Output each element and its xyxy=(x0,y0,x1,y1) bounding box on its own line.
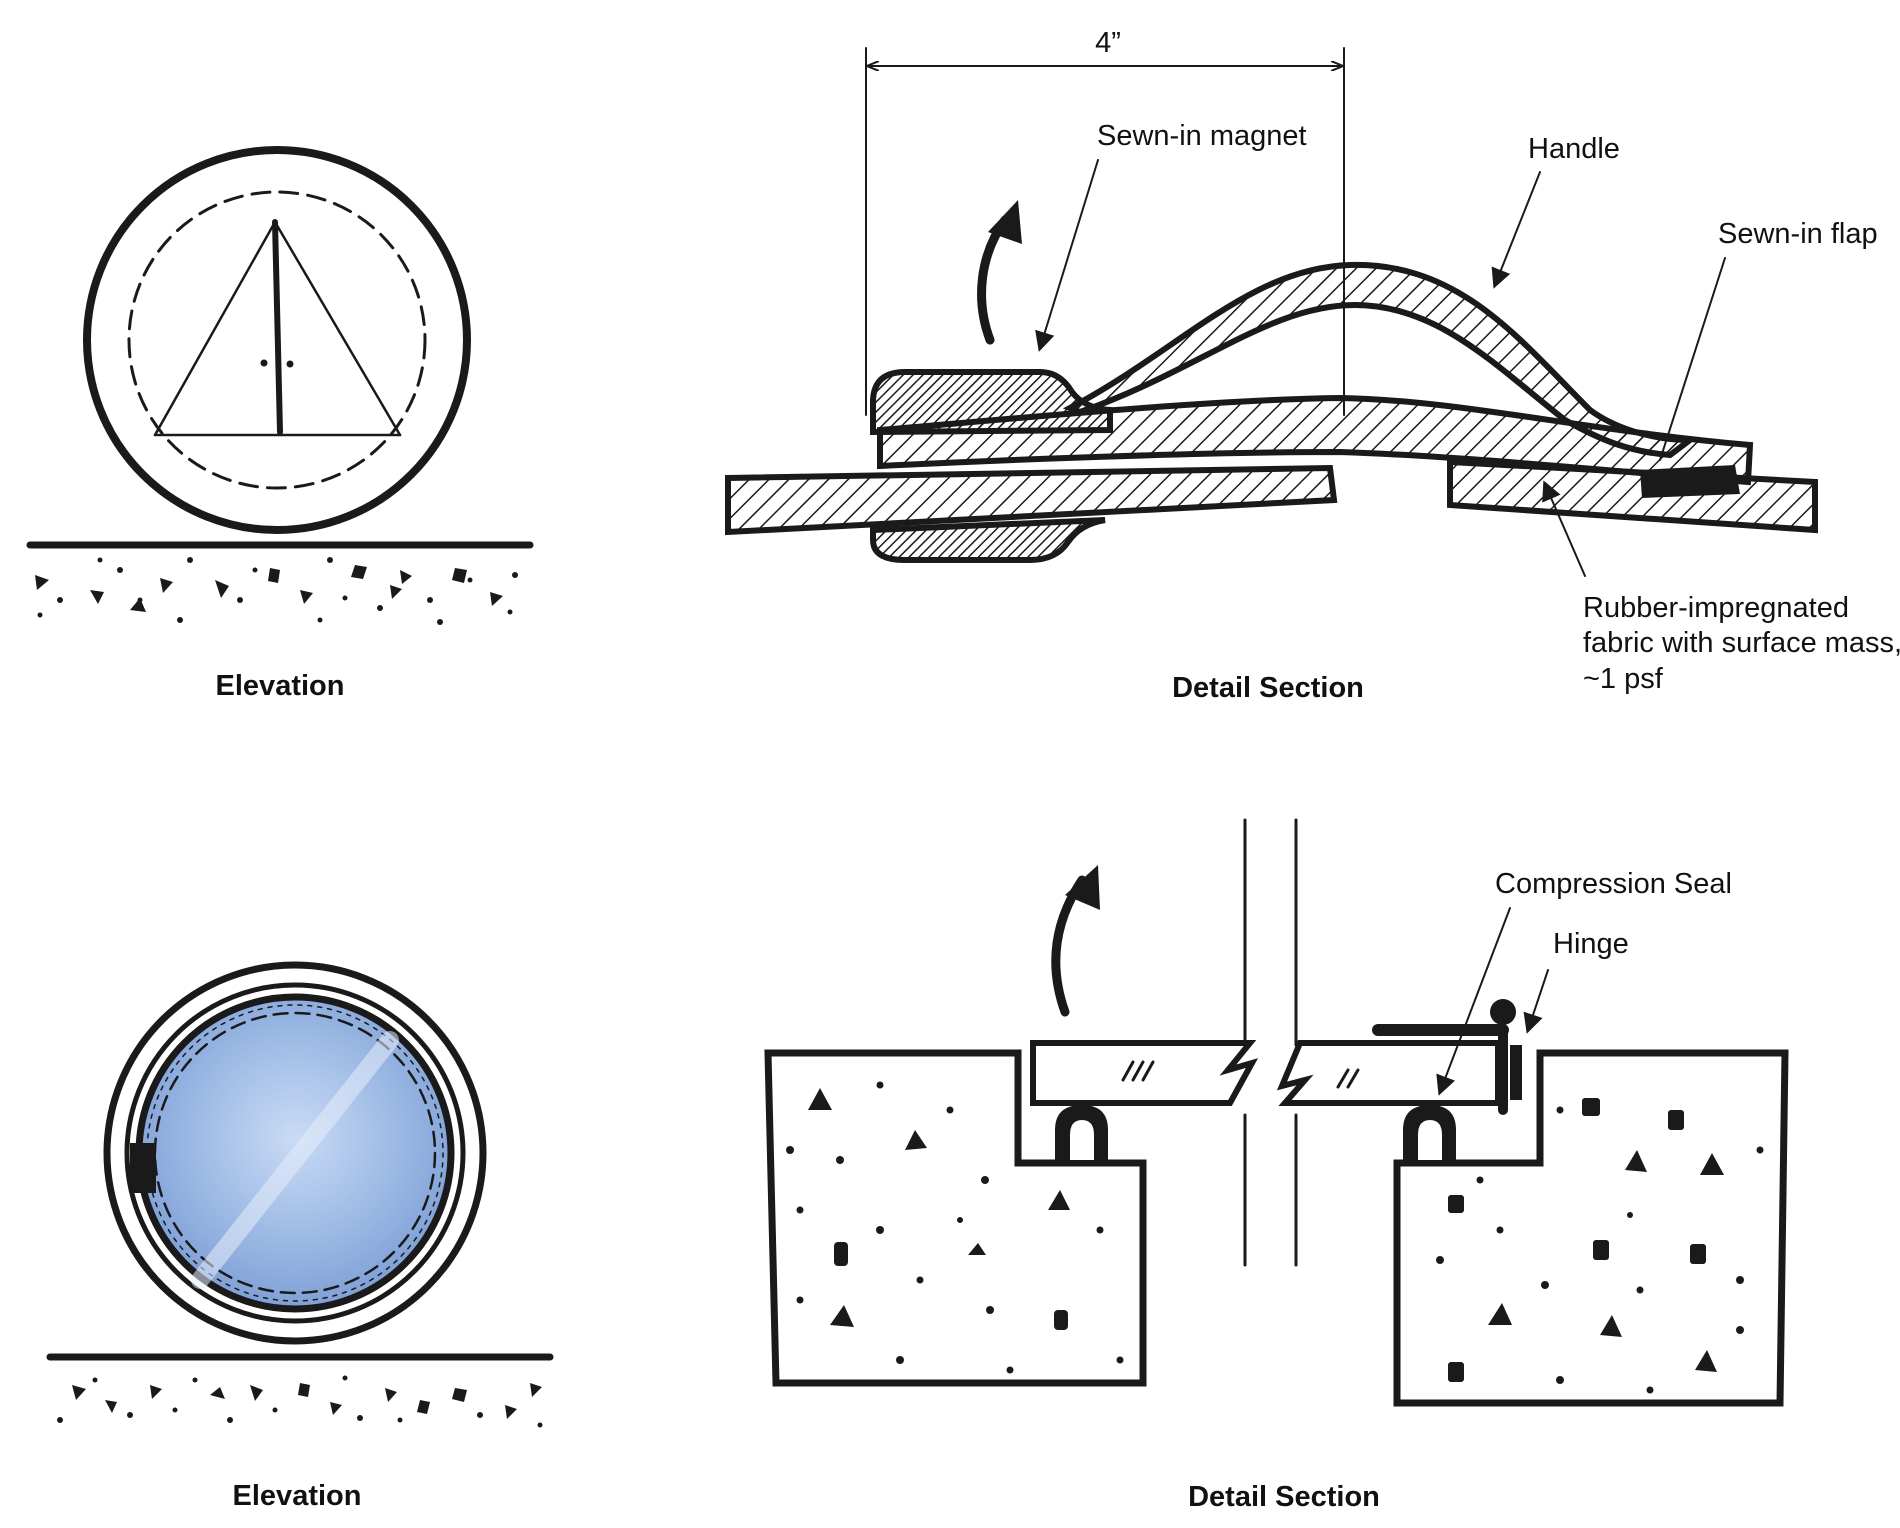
handle xyxy=(1062,261,1699,459)
bottom-magnet xyxy=(870,517,1106,563)
concrete-block-left xyxy=(764,1049,1147,1387)
lift-arrow-bottom-head xyxy=(1065,865,1100,910)
hinge-block xyxy=(130,1143,156,1193)
leader-magnet-icon xyxy=(1035,159,1099,352)
glass-dotted-ring xyxy=(146,1004,444,1302)
dimension-label: 4” xyxy=(1095,27,1121,59)
lid-right-half xyxy=(1276,1040,1501,1106)
base-fabric-left xyxy=(725,464,1338,536)
concrete-block-right xyxy=(1393,1049,1789,1407)
bottom-right-detail-section: Compression Seal Hinge Detail Section xyxy=(764,818,1789,1513)
bottom-left-elevation: Elevation xyxy=(46,961,554,1512)
top-right-detail-section: 4” Sewn-in magnet Handle Sewn-in flap Ru… xyxy=(725,27,1900,704)
dashed-inner-ring xyxy=(127,190,427,490)
leader-fabric-icon xyxy=(1542,480,1586,577)
leader-seal-icon xyxy=(1436,907,1511,1096)
caption-detail-section-top: Detail Section xyxy=(1172,672,1364,704)
label-compression-seal: Compression Seal xyxy=(1495,868,1732,900)
hinge xyxy=(1372,999,1522,1115)
label-handle: Handle xyxy=(1528,133,1620,165)
ground-aggregate xyxy=(35,557,518,625)
inner-frame-ring xyxy=(124,982,466,1324)
label-fabric-line1: Rubber-impregnated xyxy=(1583,592,1849,624)
lid-left-half xyxy=(1030,1040,1259,1106)
label-hinge: Hinge xyxy=(1553,928,1629,960)
ground-aggregate-bottom xyxy=(57,1375,543,1428)
outer-frame-ring xyxy=(103,961,487,1345)
caption-elevation-top: Elevation xyxy=(216,670,345,702)
leader-flap-icon xyxy=(1659,257,1726,461)
leader-hinge-icon xyxy=(1523,969,1549,1034)
concrete-aggregate xyxy=(786,1081,1764,1394)
sewn-in-flap-stitch xyxy=(1640,465,1740,498)
break-symbol-icon xyxy=(1121,1060,1360,1089)
sailboat-icon xyxy=(153,219,402,437)
caption-elevation-bottom: Elevation xyxy=(233,1480,362,1512)
label-fabric-line3: ~1 psf xyxy=(1583,663,1664,695)
glass-highlight xyxy=(191,1031,399,1289)
label-fabric-line2: fabric with surface mass, xyxy=(1583,627,1900,659)
lift-arrow-icon xyxy=(977,215,1010,345)
lift-arrow-head xyxy=(988,200,1022,244)
outer-ring xyxy=(83,146,471,534)
label-sewn-in-magnet: Sewn-in magnet xyxy=(1097,120,1307,152)
top-left-elevation: Elevation xyxy=(26,146,534,702)
top-magnet xyxy=(870,369,1113,436)
caption-detail-section-bottom: Detail Section xyxy=(1188,1481,1380,1513)
leader-handle-icon xyxy=(1491,171,1541,289)
label-sewn-in-flap: Sewn-in flap xyxy=(1718,218,1878,250)
